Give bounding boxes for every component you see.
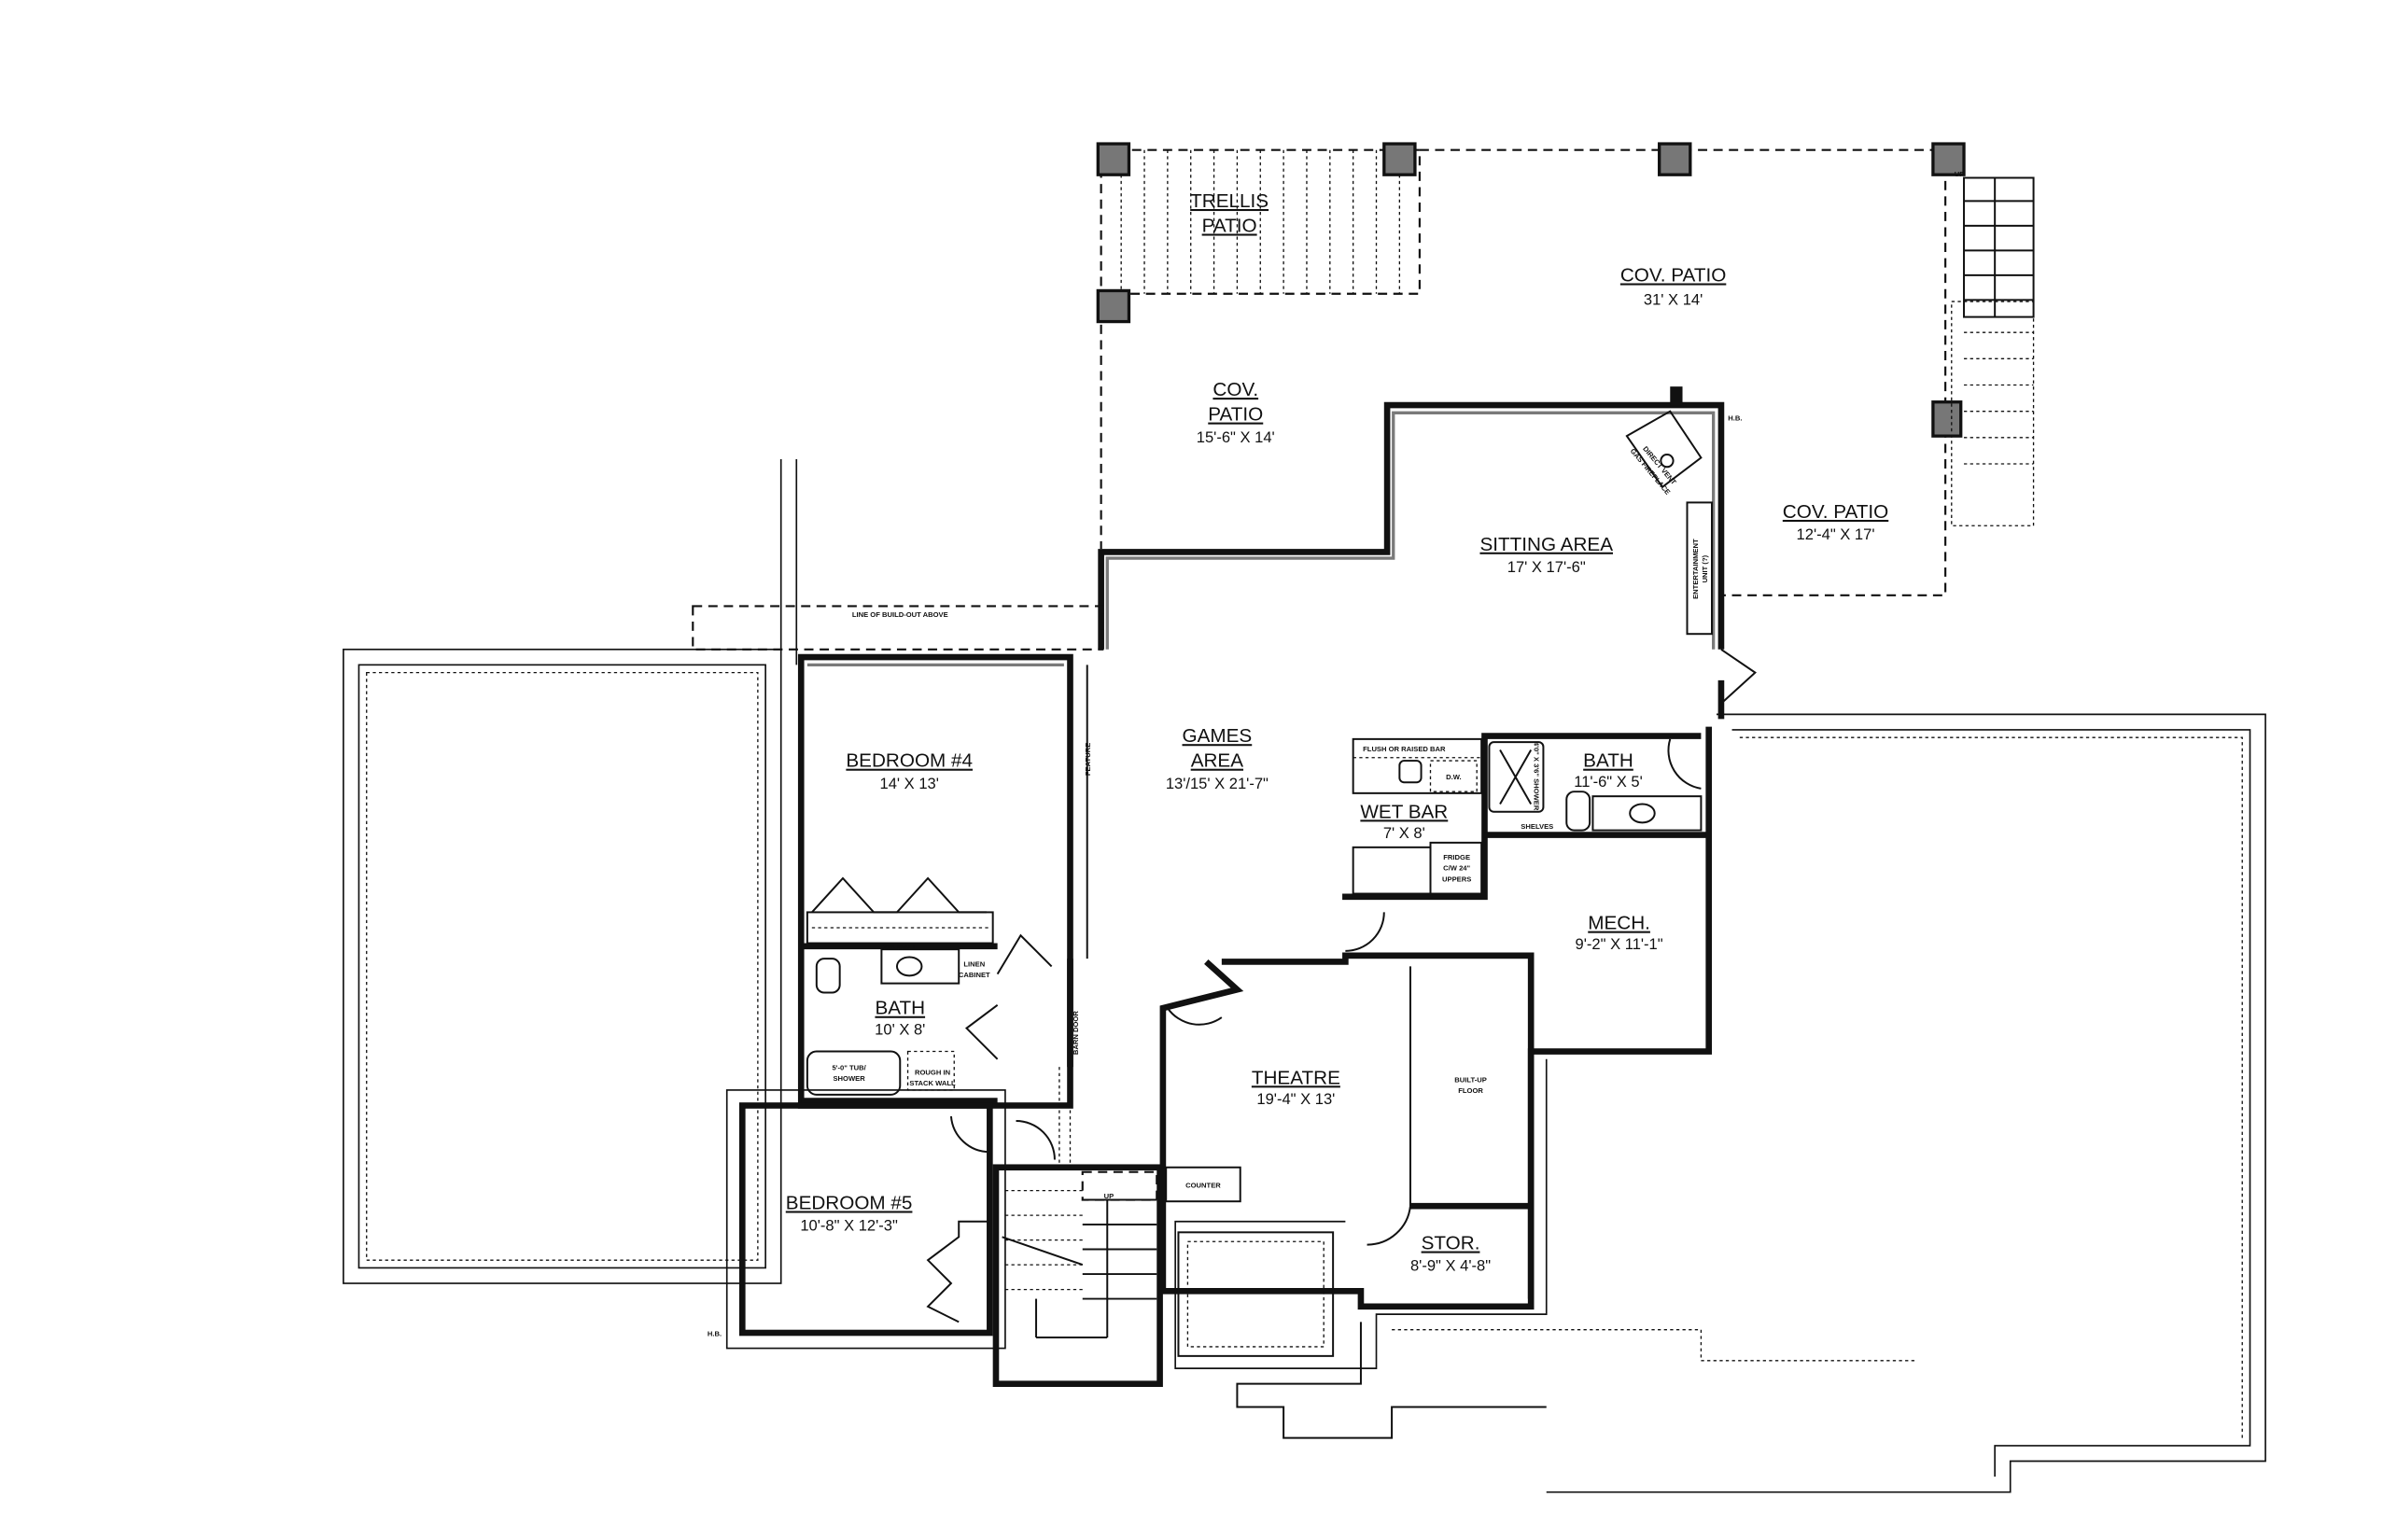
svg-text:PATIO: PATIO [1202,215,1257,236]
entertainment-unit [1686,501,1713,636]
svg-text:10' X 8': 10' X 8' [875,1020,925,1038]
fireplace [1625,410,1703,489]
room-label-cov-patio-north: COV. PATIO 31' X 14' [1620,265,1726,309]
svg-text:UP: UP [1104,1192,1114,1200]
room-label-mech: MECH. 9'-2" X 11'-1" [1576,913,1663,954]
bedroom-4-walls [797,653,1088,1109]
room-label-trellis-patio: TRELLIS PATIO [1190,190,1269,237]
svg-text:SHOWER: SHOWER [833,1074,865,1083]
svg-text:BARN DOOR: BARN DOOR [1072,1011,1080,1055]
patio-posts [1096,142,1966,438]
svg-text:4'0" X 3'6" SHOWER: 4'0" X 3'6" SHOWER [1532,742,1540,811]
svg-text:UNIT (?): UNIT (?) [1701,554,1709,582]
svg-text:FRIDGE: FRIDGE [1443,853,1470,861]
bedroom-5-walls [725,1089,1006,1350]
svg-text:COUNTER: COUNTER [1185,1181,1221,1189]
svg-text:D.W.: D.W. [1446,773,1462,781]
room-label-bath-1: BATH 10' X 8' [875,998,925,1039]
room-label-cov-patio-east: COV. PATIO 12'-4" X 17' [1783,501,1888,543]
svg-text:PATIO: PATIO [1208,404,1263,426]
svg-text:COV. PATIO: COV. PATIO [1783,501,1888,523]
svg-text:C/W 24": C/W 24" [1443,864,1470,873]
exterior-stairs [1951,176,2035,526]
svg-text:TRELLIS: TRELLIS [1190,190,1269,212]
trellis-patio [1100,148,1421,295]
svg-text:CABINET: CABINET [959,971,990,979]
svg-text:BATH: BATH [1583,750,1633,772]
svg-text:AREA: AREA [1191,750,1244,772]
room-label-games-area: GAMES AREA 13'/15' X 21'-7" [1166,725,1269,792]
svg-text:BEDROOM #5: BEDROOM #5 [786,1192,913,1213]
svg-text:19'-4" X 13': 19'-4" X 13' [1256,1090,1335,1108]
svg-text:GAMES: GAMES [1183,725,1253,747]
room-label-bedroom-4: BEDROOM #4 14' X 13' [846,750,973,792]
svg-text:H.B.: H.B. [1728,414,1742,423]
svg-text:BEDROOM #4: BEDROOM #4 [846,750,973,772]
svg-text:FEATURE: FEATURE [1084,743,1092,776]
svg-text:13'/15' X 21'-7": 13'/15' X 21'-7" [1166,775,1269,792]
interior-stairs [992,1067,1163,1387]
svg-text:12'-4" X 17': 12'-4" X 17' [1797,525,1875,543]
svg-text:WET BAR: WET BAR [1360,801,1448,822]
svg-text:COV.: COV. [1213,379,1258,400]
room-label-cov-patio-west: COV. PATIO 15'-6" X 14' [1197,379,1275,446]
svg-text:8'-9" X 4'-8": 8'-9" X 4'-8" [1410,1257,1491,1275]
svg-text:STACK WALL: STACK WALL [909,1079,956,1087]
room-label-theatre: THEATRE 19'-4" X 13' [1252,1067,1340,1108]
theatre-walls [1159,952,1535,1310]
right-foundation [1174,713,2266,1493]
room-label-bedroom-5: BEDROOM #5 10'-8" X 12'-3" [786,1192,913,1234]
room-label-wet-bar: WET BAR 7' X 8' [1360,801,1448,842]
room-label-sitting-area: SITTING AREA 17' X 17'-6" [1479,534,1613,576]
svg-text:BUILT-UP: BUILT-UP [1454,1076,1487,1085]
svg-text:FLOOR: FLOOR [1458,1086,1483,1095]
svg-text:UP: UP [1955,170,1965,178]
exterior-walls [1098,386,1757,720]
bath-2 [1484,738,1709,838]
svg-text:5'-0" TUB/: 5'-0" TUB/ [832,1063,866,1071]
wet-bar [1342,733,1702,901]
svg-text:LINEN: LINEN [963,959,985,968]
svg-text:10'-8" X 12'-3": 10'-8" X 12'-3" [800,1217,898,1235]
svg-text:LINE OF BUILD-OUT ABOVE: LINE OF BUILD-OUT ABOVE [852,610,948,619]
svg-text:14' X 13': 14' X 13' [880,775,939,792]
svg-text:UPPERS: UPPERS [1442,875,1471,883]
svg-text:9'-2" X 11'-1": 9'-2" X 11'-1" [1576,935,1663,953]
svg-text:11'-6" X 5': 11'-6" X 5' [1574,773,1643,791]
svg-text:COV. PATIO: COV. PATIO [1620,265,1726,287]
plan-notes: LINE OF BUILD-OUT ABOVE FLUSH OR RAISED … [708,170,1964,1337]
svg-text:MECH.: MECH. [1588,913,1650,934]
svg-text:THEATRE: THEATRE [1252,1067,1340,1088]
svg-text:BATH: BATH [875,998,925,1019]
svg-text:15'-6" X 14': 15'-6" X 14' [1197,428,1275,446]
svg-text:ROUGH IN: ROUGH IN [915,1068,950,1076]
svg-text:H.B.: H.B. [708,1329,722,1337]
svg-text:SITTING AREA: SITTING AREA [1479,534,1613,555]
svg-text:7' X 8': 7' X 8' [1383,824,1425,842]
room-label-bath-2: BATH 11'-6" X 5' [1574,750,1643,791]
svg-text:FLUSH OR RAISED BAR: FLUSH OR RAISED BAR [1363,745,1446,753]
svg-text:STOR.: STOR. [1422,1233,1480,1254]
room-label-storage: STOR. 8'-9" X 4'-8" [1410,1233,1491,1275]
bath-1-fixtures [801,933,1053,1104]
svg-text:ENTERTAINMENT: ENTERTAINMENT [1691,539,1700,599]
svg-text:2x6 WALL: 2x6 WALL [883,943,918,951]
svg-text:31' X 14': 31' X 14' [1644,290,1703,308]
svg-text:SHELVES: SHELVES [1521,822,1553,831]
svg-text:17' X 17'-6": 17' X 17'-6" [1507,558,1586,576]
left-foundation [343,459,1104,1284]
